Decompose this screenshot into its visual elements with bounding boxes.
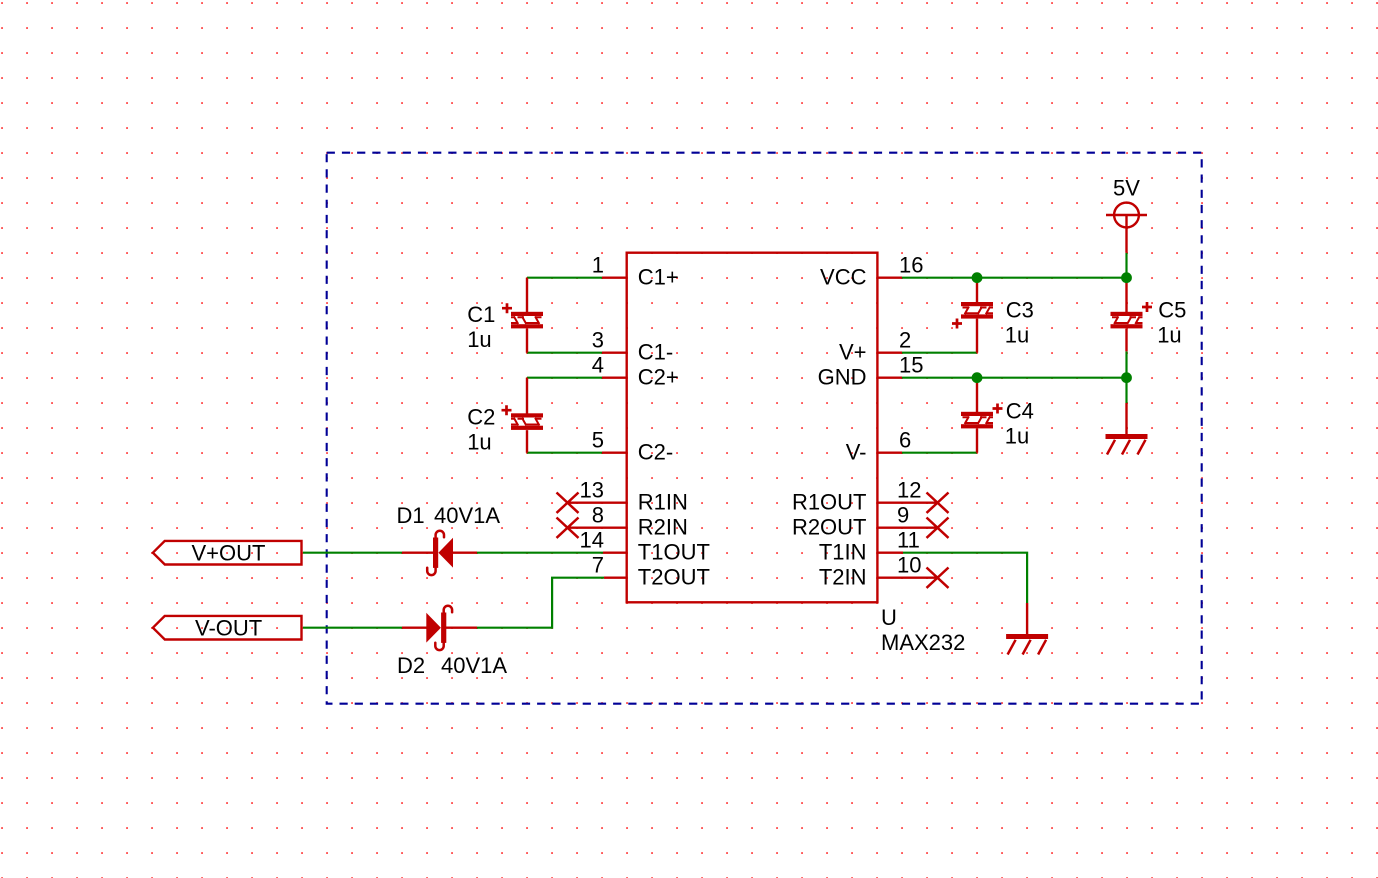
svg-text:6: 6 <box>899 428 911 453</box>
svg-text:13: 13 <box>580 478 604 503</box>
svg-text:2: 2 <box>899 328 911 353</box>
svg-text:C4: C4 <box>1006 398 1034 423</box>
svg-text:U: U <box>881 605 897 630</box>
svg-text:T1OUT: T1OUT <box>638 539 710 564</box>
svg-text:D2: D2 <box>397 653 425 678</box>
svg-text:1: 1 <box>592 253 604 278</box>
svg-text:C2: C2 <box>467 404 495 429</box>
svg-text:V-: V- <box>846 439 867 464</box>
svg-text:7: 7 <box>592 553 604 578</box>
svg-text:3: 3 <box>592 328 604 353</box>
svg-text:9: 9 <box>897 503 909 528</box>
svg-text:C3: C3 <box>1006 297 1034 322</box>
svg-text:R2IN: R2IN <box>638 514 688 539</box>
svg-text:1u: 1u <box>1005 322 1029 347</box>
svg-text:12: 12 <box>897 478 921 503</box>
svg-text:V-OUT: V-OUT <box>195 615 262 640</box>
svg-text:MAX232: MAX232 <box>881 630 965 655</box>
svg-text:40V1A: 40V1A <box>441 653 507 678</box>
svg-text:C2+: C2+ <box>638 364 679 389</box>
svg-text:4: 4 <box>592 353 604 378</box>
svg-text:D1: D1 <box>397 503 425 528</box>
svg-text:1u: 1u <box>467 327 491 352</box>
svg-text:C1-: C1- <box>638 339 673 364</box>
svg-text:T2IN: T2IN <box>819 564 867 589</box>
svg-text:15: 15 <box>899 353 923 378</box>
svg-text:VCC: VCC <box>820 264 867 289</box>
svg-text:C5: C5 <box>1158 297 1186 322</box>
svg-text:T1IN: T1IN <box>819 539 867 564</box>
svg-text:C1+: C1+ <box>638 264 679 289</box>
svg-text:16: 16 <box>899 253 923 278</box>
svg-text:1u: 1u <box>467 429 491 454</box>
svg-text:1u: 1u <box>1005 423 1029 448</box>
svg-text:C1: C1 <box>467 302 495 327</box>
svg-text:T2OUT: T2OUT <box>638 564 710 589</box>
svg-text:V+: V+ <box>839 339 867 364</box>
svg-text:GND: GND <box>818 364 867 389</box>
svg-text:40V1A: 40V1A <box>434 503 500 528</box>
svg-text:11: 11 <box>897 528 920 553</box>
svg-text:C2-: C2- <box>638 439 673 464</box>
svg-text:V+OUT: V+OUT <box>192 540 266 565</box>
svg-text:1u: 1u <box>1157 322 1181 347</box>
svg-text:R1OUT: R1OUT <box>792 489 867 514</box>
svg-text:5V: 5V <box>1113 175 1140 200</box>
svg-text:10: 10 <box>897 553 921 578</box>
svg-text:R2OUT: R2OUT <box>792 514 867 539</box>
svg-text:14: 14 <box>580 528 604 553</box>
svg-text:R1IN: R1IN <box>638 489 688 514</box>
svg-text:8: 8 <box>592 503 604 528</box>
svg-text:5: 5 <box>592 428 604 453</box>
